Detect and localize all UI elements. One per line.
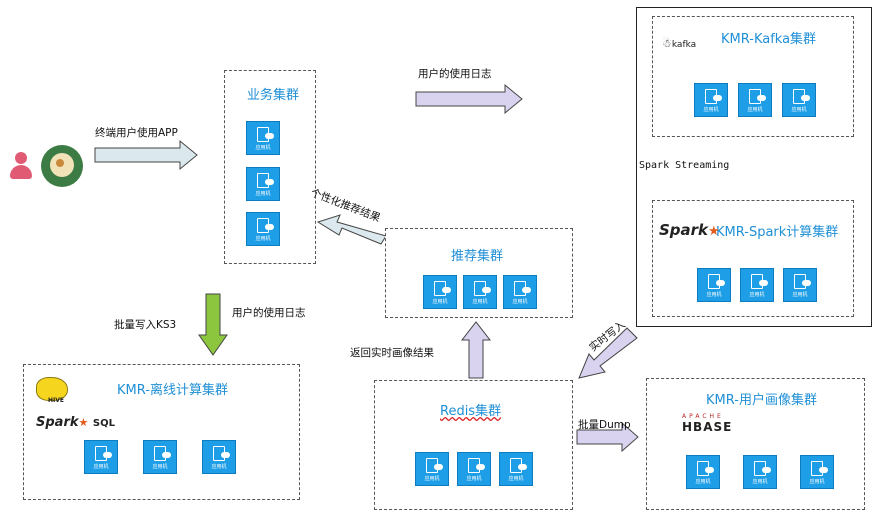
hbase-logo: APACHE HBASE [682, 413, 733, 434]
server-recommend-2: 应用机 [463, 275, 497, 309]
spark-compute-cluster-title: KMR-Spark计算集群 [716, 225, 839, 240]
arrow-spark-to-redis [578, 327, 638, 379]
batch-write-ks3-label: 批量写入KS3 [114, 319, 177, 331]
offline-cluster-title: KMR-离线计算集群 [117, 383, 228, 398]
server-portrait-2: 应用机 [743, 455, 777, 489]
spark-streaming-label: Spark Streaming [639, 160, 730, 171]
server-redis-2: 应用机 [457, 452, 491, 486]
hive-logo: HIVE [34, 377, 68, 407]
spark-sql-logo: Spark★ SQL [36, 415, 115, 430]
server-offline-3: 应用机 [202, 440, 236, 474]
portrait-cluster-title: KMR-用户画像集群 [706, 393, 817, 408]
arrow-terminal-to-business [94, 139, 198, 171]
arrow-business-to-kafka [415, 83, 523, 115]
arrow-business-to-offline [198, 293, 228, 356]
redis-cluster-title: Redis集群 [440, 404, 502, 419]
user-logs-mid-label: 用户的使用日志 [232, 307, 306, 319]
batch-dump-label: 批量Dump [578, 419, 631, 431]
server-kafka-2: 应用机 [738, 83, 772, 117]
arrow-redis-to-recommend [460, 321, 492, 379]
server-recommend-1: 应用机 [423, 275, 457, 309]
terminal-app-label: 终端用户使用APP [95, 127, 178, 139]
server-offline-2: 应用机 [143, 440, 177, 474]
arrow-redis-to-portrait [576, 421, 639, 453]
server-spark-3: 应用机 [783, 268, 817, 302]
app-chat-icon [41, 145, 83, 187]
business-cluster-title: 业务集群 [247, 88, 300, 103]
server-portrait-1: 应用机 [686, 455, 720, 489]
portrait-cluster: KMR-用户画像集群 APACHE HBASE [646, 378, 865, 510]
user-logs-top-label: 用户的使用日志 [418, 68, 492, 80]
offline-cluster: KMR-离线计算集群 HIVE Spark★ SQL [23, 364, 300, 500]
user-icon [8, 152, 34, 182]
server-spark-1: 应用机 [697, 268, 731, 302]
return-portrait-label: 返回实时画像结果 [350, 347, 434, 359]
server-offline-1: 应用机 [84, 440, 118, 474]
server-business-3: 应用机 [246, 212, 280, 246]
arrow-recommend-to-business [316, 214, 387, 245]
server-business-2: 应用机 [246, 167, 280, 201]
spark-logo: Spark★ [659, 221, 720, 239]
server-portrait-3: 应用机 [800, 455, 834, 489]
redis-cluster: Redis集群 [374, 380, 573, 510]
server-kafka-3: 应用机 [782, 83, 816, 117]
server-redis-3: 应用机 [499, 452, 533, 486]
kafka-cluster-title: KMR-Kafka集群 [721, 32, 817, 47]
kafka-cluster: KMR-Kafka集群 ☃kafka [652, 16, 854, 137]
server-redis-1: 应用机 [415, 452, 449, 486]
server-kafka-1: 应用机 [694, 83, 728, 117]
kafka-logo: ☃kafka [662, 37, 697, 50]
server-business-1: 应用机 [246, 121, 280, 155]
server-spark-2: 应用机 [740, 268, 774, 302]
server-recommend-3: 应用机 [503, 275, 537, 309]
recommend-cluster-title: 推荐集群 [451, 249, 504, 264]
